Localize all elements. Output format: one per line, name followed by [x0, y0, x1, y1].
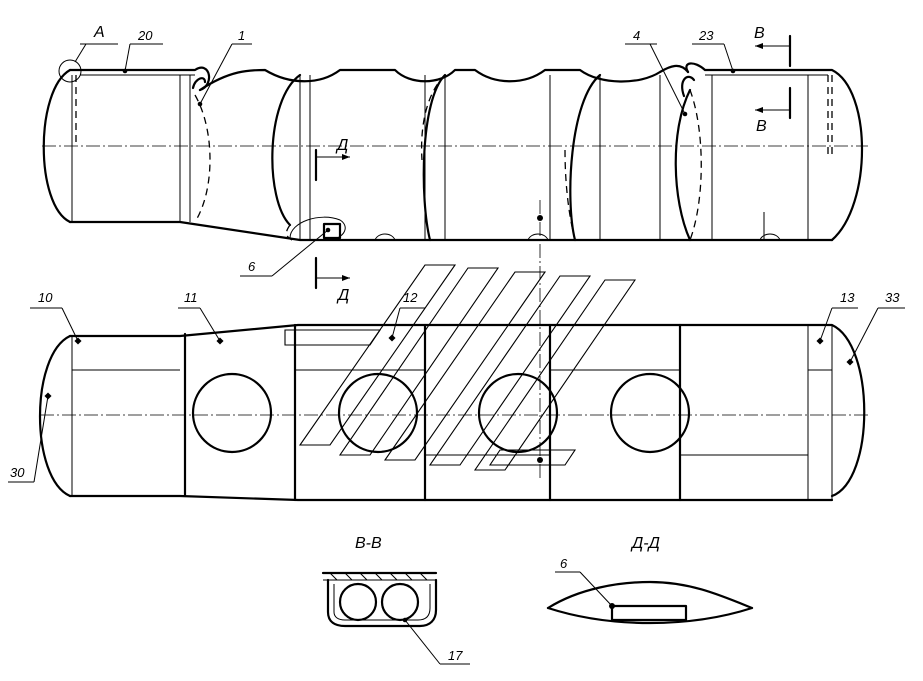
callout-13: 13 [840, 290, 855, 305]
view-a-label: А [93, 24, 105, 41]
section-d-d: Д-Д [546, 535, 754, 625]
section-d-markers: Д Д [314, 137, 350, 304]
callout-6: 6 [248, 259, 256, 274]
svg-text:Д-Д: Д-Д [630, 535, 660, 552]
callout-10: 10 [38, 290, 53, 305]
svg-text:Д: Д [336, 287, 349, 304]
callouts: 20 1 4 23 6 10 11 12 [8, 28, 905, 665]
svg-text:В: В [754, 25, 765, 42]
callout-11: 11 [184, 290, 198, 305]
svg-text:В: В [756, 118, 767, 135]
callout-33: 33 [885, 290, 900, 305]
callout-4: 4 [633, 28, 640, 43]
section-v-v: В-В [321, 535, 438, 628]
view-a-marker [58, 59, 82, 83]
callout-30: 30 [10, 465, 25, 480]
callout-23: 23 [698, 28, 714, 43]
callout-17: 17 [448, 648, 463, 663]
callout-1: 1 [238, 28, 245, 43]
svg-text:Д: Д [335, 137, 348, 154]
callout-6-section: 6 [560, 556, 568, 571]
callout-12: 12 [403, 290, 418, 305]
callout-20: 20 [137, 28, 153, 43]
section-v-markers: В В [754, 25, 792, 135]
svg-text:В-В: В-В [355, 535, 382, 552]
tank-plan-view [39, 323, 870, 502]
tank-side-view [42, 62, 868, 480]
